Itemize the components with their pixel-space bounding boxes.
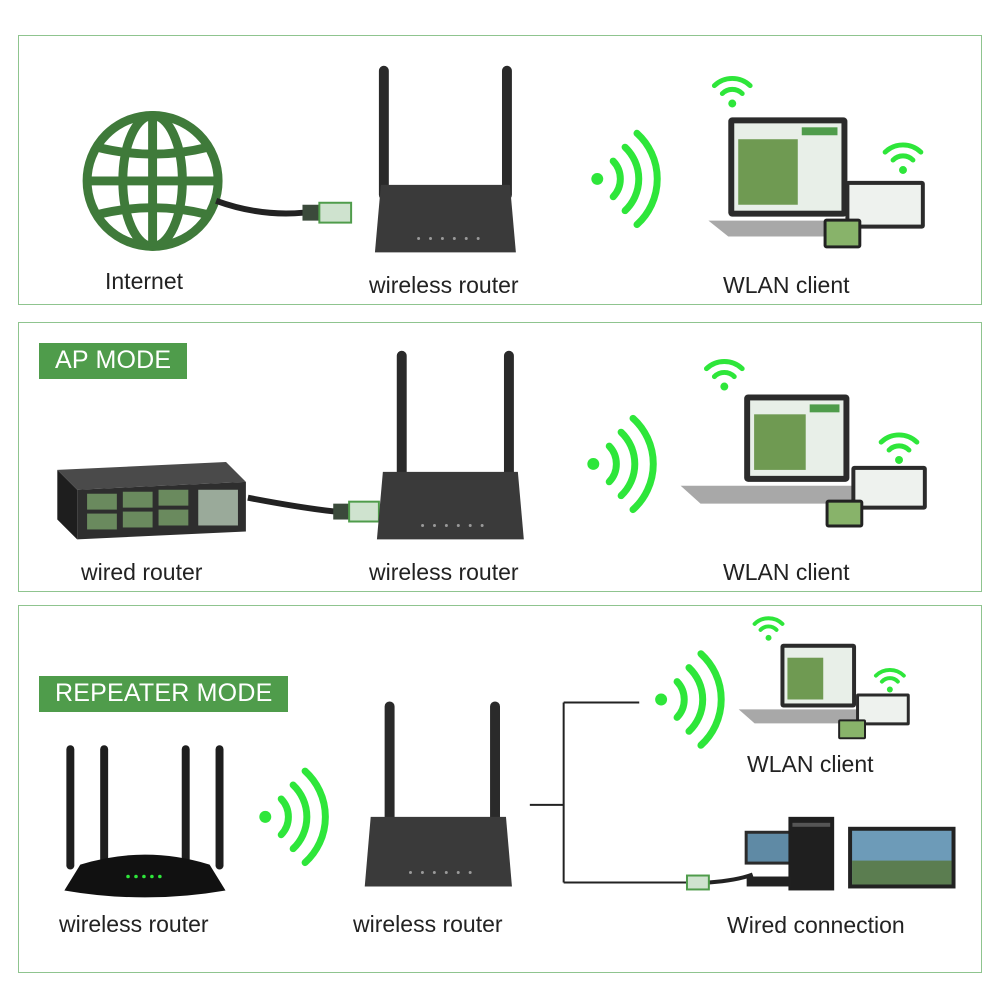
panel-ap-mode: AP MODE	[18, 322, 982, 592]
wireless-router-label: wireless router	[369, 559, 519, 585]
wired-router-label: wired router	[81, 559, 203, 585]
wlan-client-devices-icon	[708, 117, 925, 249]
panel-internet-diagram	[82, 65, 925, 253]
wired-connection-label: Wired connection	[727, 912, 905, 938]
ethernet-plug-icon	[333, 500, 380, 523]
wireless-router-label: wireless router	[353, 911, 503, 937]
panel-ap-mode-diagram	[57, 350, 927, 540]
wifi-small-icon	[711, 75, 924, 174]
panel-internet: Internet wireless router WLAN client	[18, 35, 982, 305]
wifi-signal-icon	[259, 767, 329, 867]
panel-repeater-mode: REPEATER MODE	[18, 605, 982, 973]
connection-lines	[529, 701, 689, 884]
wifi-signal-icon	[587, 414, 657, 514]
source-wireless-router-label: wireless router	[59, 911, 209, 937]
wireless-router-icon	[376, 350, 524, 540]
source-wireless-router-icon	[64, 745, 226, 898]
wireless-router-icon	[374, 65, 516, 253]
wired-router-icon	[57, 461, 246, 540]
wifi-signal-icon	[591, 129, 661, 229]
wlan-client-label: WLAN client	[723, 272, 850, 298]
ethernet-cable	[215, 197, 304, 217]
wlan-client-label: WLAN client	[747, 751, 874, 777]
wireless-router-icon	[364, 701, 512, 887]
internet-label: Internet	[105, 268, 183, 294]
ethernet-plug-icon	[685, 874, 710, 891]
ethernet-cable	[247, 494, 336, 515]
ethernet-cable	[708, 872, 754, 885]
wlan-client-label: WLAN client	[723, 559, 850, 585]
internet-globe-icon	[82, 110, 223, 251]
wifi-small-icon	[703, 359, 920, 464]
ethernet-plug-icon	[302, 201, 353, 224]
wifi-signal-icon	[655, 650, 725, 749]
wired-desktop-devices-icon	[744, 816, 956, 891]
wlan-client-devices-icon	[680, 394, 927, 528]
wireless-router-label: wireless router	[369, 272, 519, 298]
wifi-small-icon	[752, 616, 906, 693]
wlan-client-devices-icon	[738, 643, 910, 740]
panel-repeater-mode-diagram	[64, 616, 956, 898]
ap-mode-badge: AP MODE	[39, 343, 188, 379]
repeater-mode-badge: REPEATER MODE	[39, 676, 289, 712]
